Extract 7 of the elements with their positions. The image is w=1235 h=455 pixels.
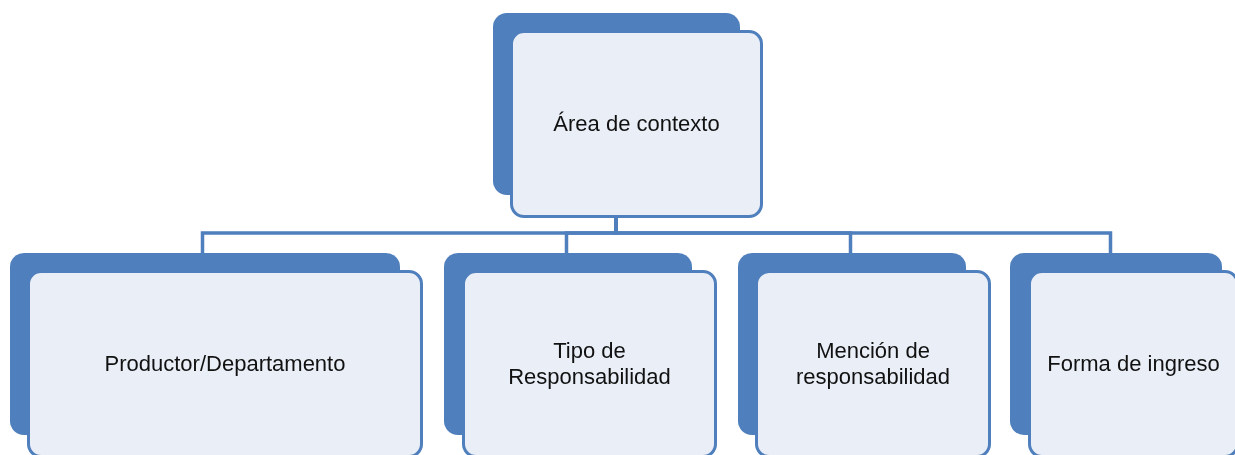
- box-label: Forma de ingreso: [1047, 350, 1220, 378]
- box-label: Tipo de Responsabilidad: [507, 337, 672, 391]
- connector-line: [614, 217, 1113, 253]
- box-label: Productor/Departamento: [104, 350, 346, 378]
- box-label: Mención de responsabilidad: [794, 337, 952, 391]
- box-label: Área de contexto: [553, 110, 720, 138]
- process-box: [1010, 253, 1235, 455]
